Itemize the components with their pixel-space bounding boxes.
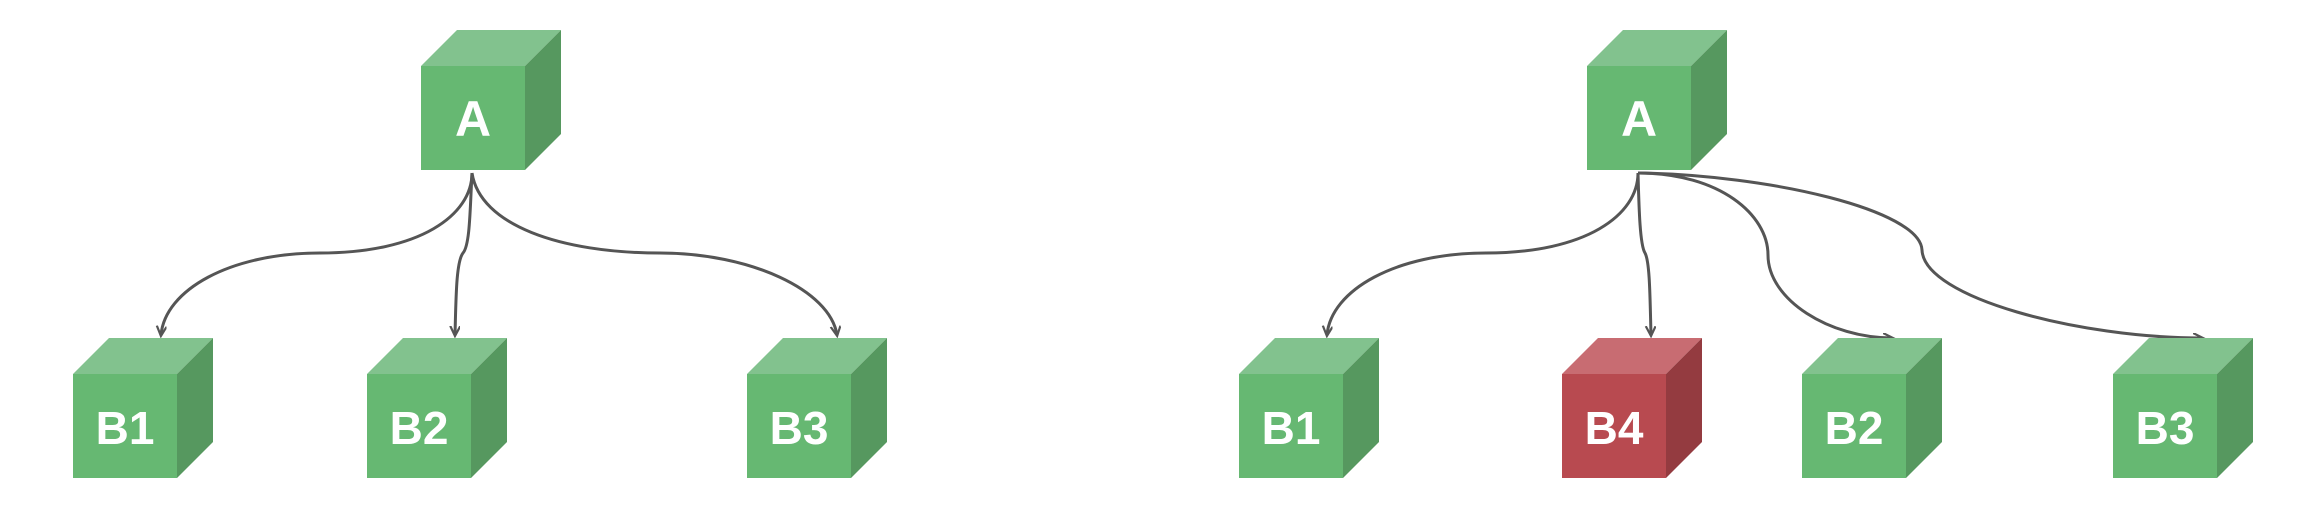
edge-a-b4 [1636, 172, 1651, 335]
cube-side [851, 338, 887, 478]
node-label: B4 [1585, 402, 1644, 454]
cube-top [73, 338, 213, 374]
cube-side [2217, 338, 2253, 478]
node-label: A [455, 91, 491, 147]
node-a-left: A [421, 30, 561, 170]
cube-side [471, 338, 507, 478]
node-b3-right: B3 [2113, 338, 2253, 478]
node-b1-left: B1 [73, 338, 213, 478]
cube-side [1906, 338, 1942, 478]
cube-top [1239, 338, 1379, 374]
cube-top [1802, 338, 1942, 374]
edge-a-b3 [470, 172, 837, 335]
edge-a-b1 [161, 172, 474, 335]
node-b1-right: B1 [1239, 338, 1379, 478]
cube-front [1239, 374, 1343, 478]
node-label: B3 [770, 402, 829, 454]
edge-a-b2 [1637, 171, 1892, 338]
cube-side [1666, 338, 1702, 478]
cube-front [421, 66, 525, 170]
edge-a-b2 [455, 172, 474, 335]
cube-top [421, 30, 561, 66]
cube-top [1562, 338, 1702, 374]
node-b4-right: B4 [1562, 338, 1702, 478]
edges-right [1327, 171, 2202, 338]
node-label: B2 [390, 402, 449, 454]
node-label: A [1621, 91, 1657, 147]
cube-front [2113, 374, 2217, 478]
node-label: B3 [2136, 402, 2195, 454]
cube-front [1802, 374, 1906, 478]
cube-front [1562, 374, 1666, 478]
cube-front [747, 374, 851, 478]
node-b3-left: B3 [747, 338, 887, 478]
cube-top [367, 338, 507, 374]
cube-front [1587, 66, 1691, 170]
cube-top [1587, 30, 1727, 66]
cube-side [525, 30, 561, 170]
edge-a-b3 [1637, 171, 2202, 338]
node-label: B1 [96, 402, 155, 454]
cube-top [2113, 338, 2253, 374]
cube-front [73, 374, 177, 478]
diagram-right: A B1 B4 B2 B3 [1239, 30, 2253, 478]
edge-a-b1 [1327, 172, 1640, 335]
cube-top [747, 338, 887, 374]
cube-side [1343, 338, 1379, 478]
node-label: B1 [1262, 402, 1321, 454]
cube-side [177, 338, 213, 478]
edges-left [161, 172, 837, 335]
node-b2-left: B2 [367, 338, 507, 478]
cube-front [367, 374, 471, 478]
node-b2-right: B2 [1802, 338, 1942, 478]
node-label: B2 [1825, 402, 1884, 454]
diagram-left: A B1 B2 B3 [73, 30, 887, 478]
cube-side [1691, 30, 1727, 170]
node-a-right: A [1587, 30, 1727, 170]
